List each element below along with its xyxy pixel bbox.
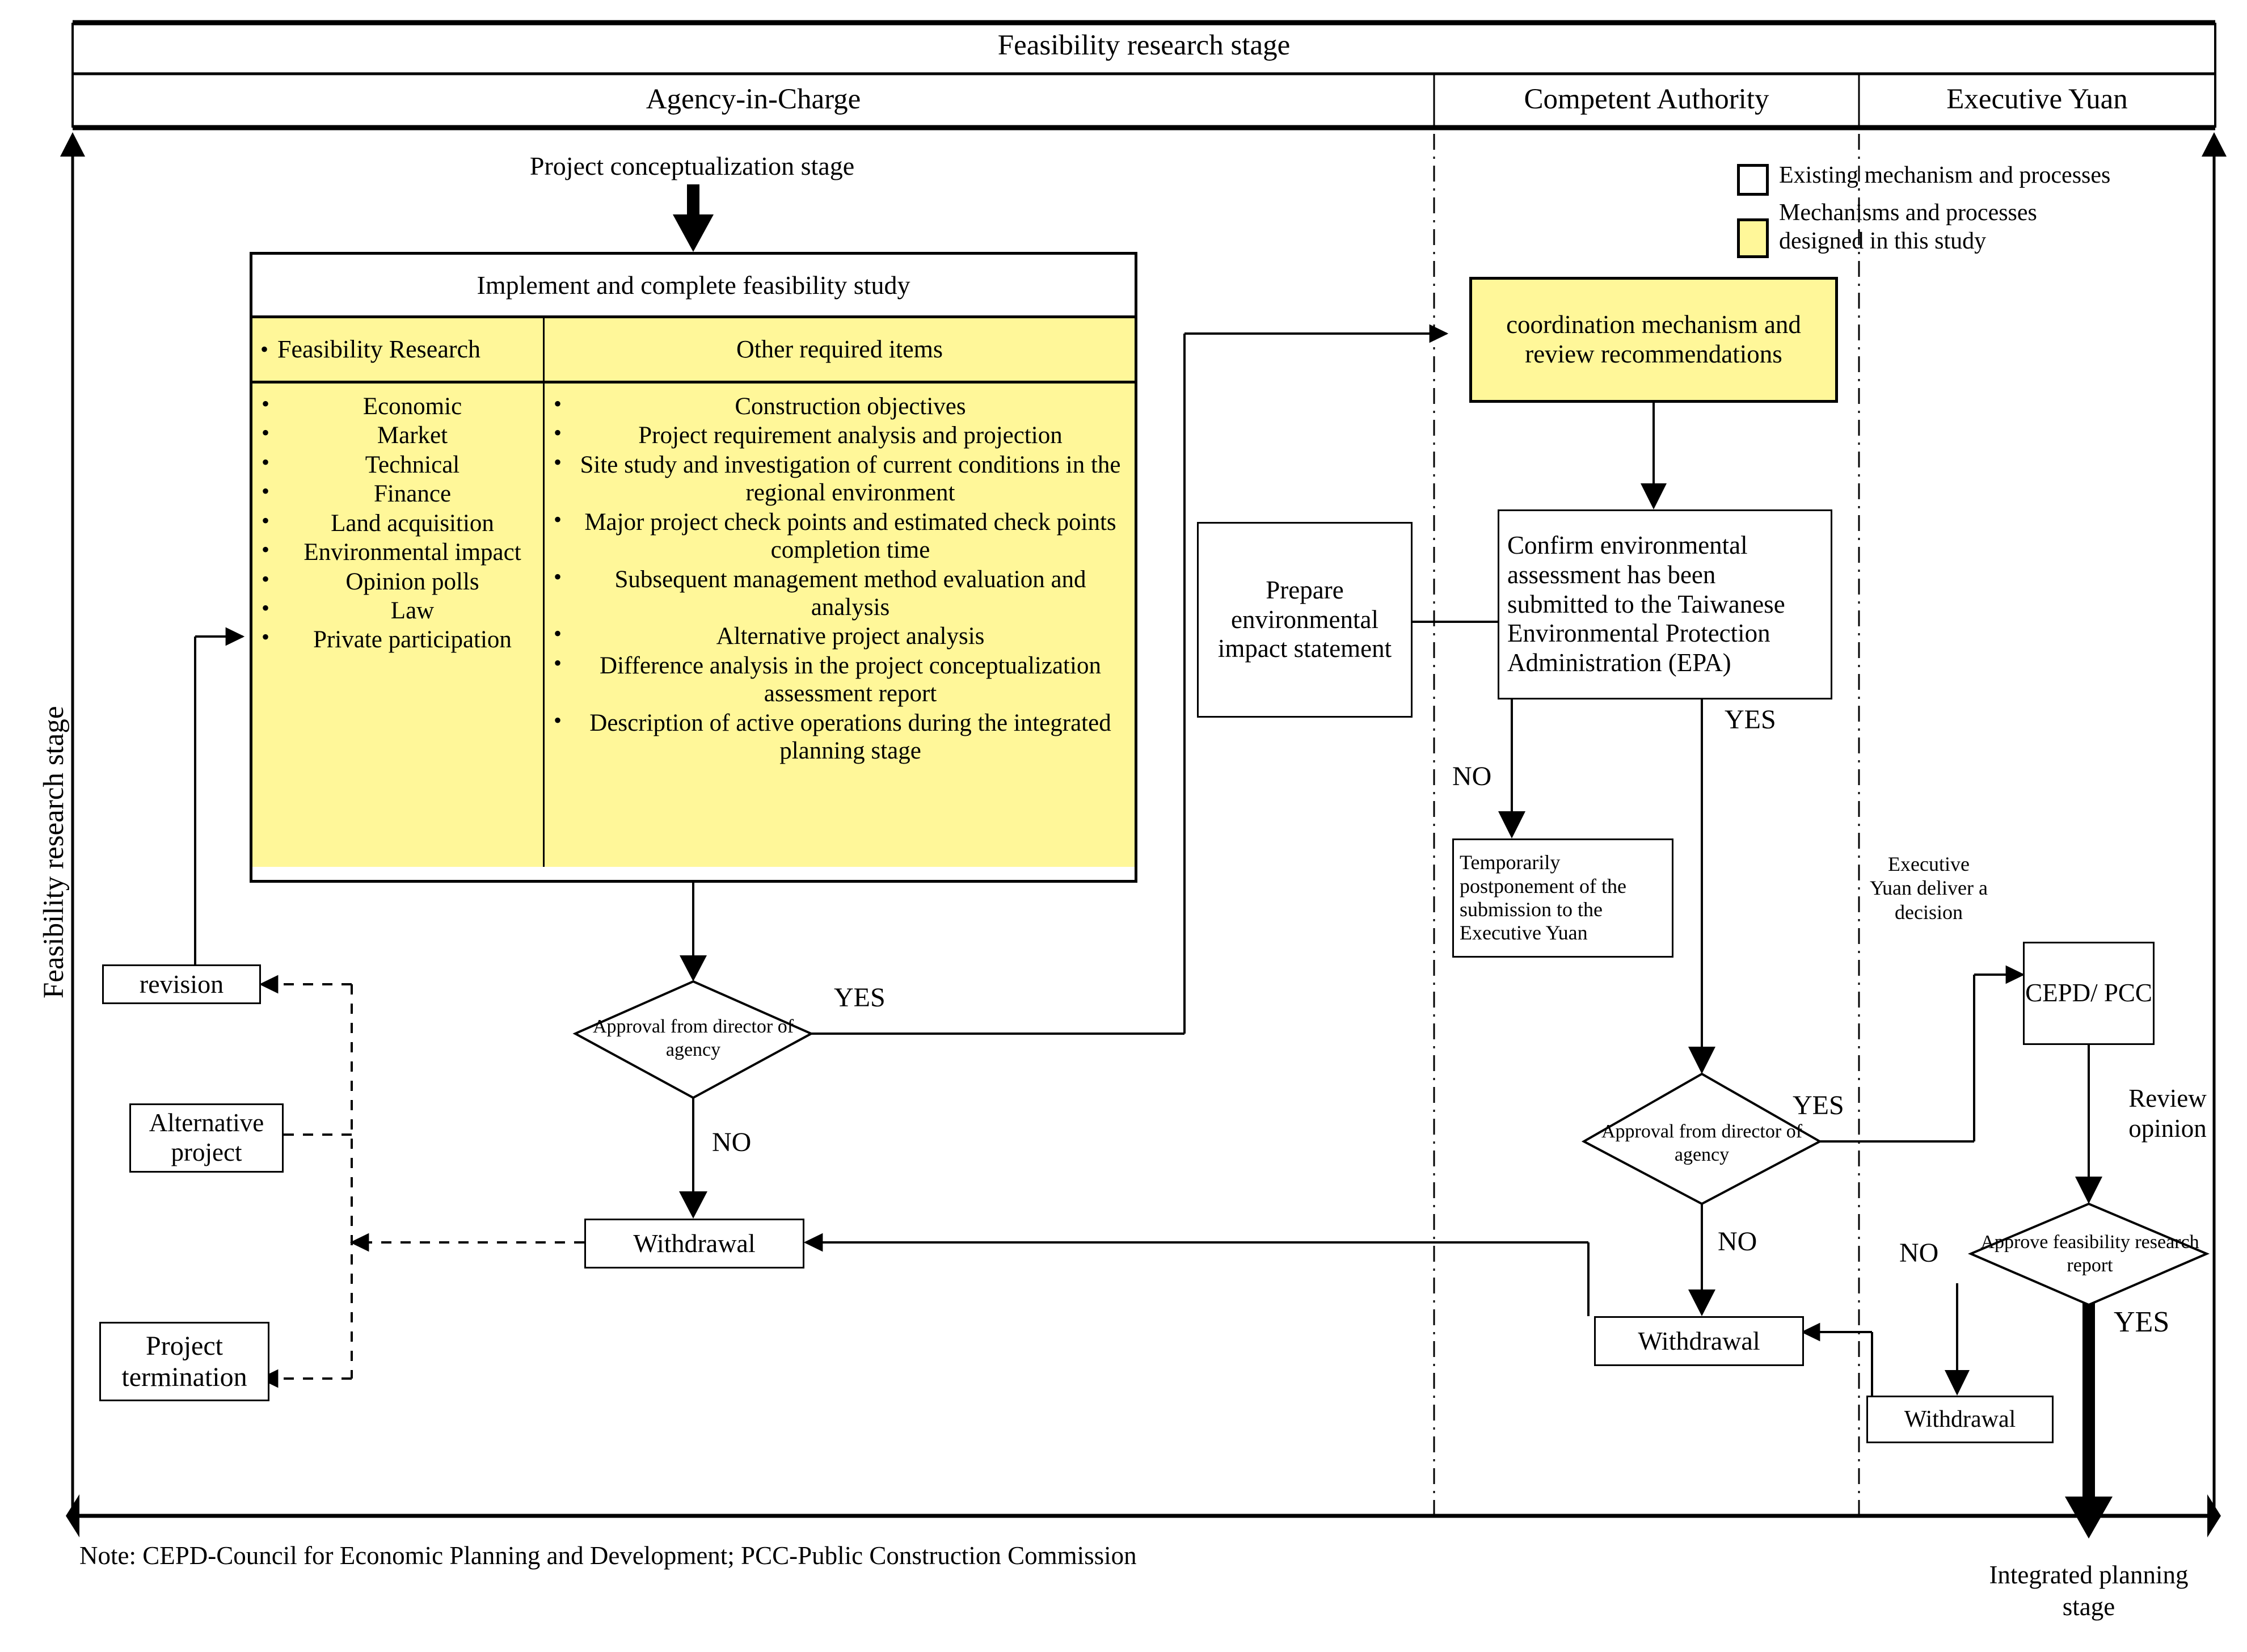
list-item: Market bbox=[258, 420, 543, 449]
alternative-project-box: Alternative project bbox=[129, 1103, 284, 1173]
list-item: Finance bbox=[258, 479, 543, 508]
footnote: Note: CEPD-Council for Economic Planning… bbox=[79, 1541, 1137, 1570]
edge-label-no-left: NO bbox=[712, 1127, 752, 1157]
withdrawal-left-box: Withdrawal bbox=[584, 1219, 804, 1268]
project-conceptualization-label: Project conceptualization stage bbox=[529, 151, 855, 180]
cepd-pcc-box: CEPD/ PCC bbox=[2023, 942, 2155, 1045]
withdrawal-right-box: Withdrawal bbox=[1866, 1396, 2054, 1443]
col-header-other-items: Other required items bbox=[736, 335, 943, 363]
page-title: Feasibility research stage bbox=[997, 30, 1291, 61]
feasibility-study-title: Implement and complete feasibility study bbox=[477, 271, 910, 300]
decision-approval-agency-left-label: Approval from director of agency bbox=[592, 1016, 794, 1060]
list-item: Law bbox=[258, 596, 543, 625]
list-item: Major project check points and estimated… bbox=[550, 507, 1127, 564]
temporarily-postpone-box: Temporarily postponement of the submissi… bbox=[1452, 838, 1673, 958]
list-item: Difference analysis in the project conce… bbox=[550, 651, 1127, 708]
side-stage-label: Feasibility research stage bbox=[38, 706, 70, 998]
column-header-agency: Agency-in-Charge bbox=[646, 83, 861, 115]
legend-label-existing: Existing mechanism and processes bbox=[1779, 162, 2111, 188]
legend: Existing mechanism and processes Mechani… bbox=[1737, 162, 2225, 258]
edge-label-executive-yuan-decision: Executive Yuan deliver a decision bbox=[1870, 853, 1988, 924]
column-header-executive-yuan: Executive Yuan bbox=[1946, 83, 2128, 115]
legend-label-designed: Mechanisms and processes designed in thi… bbox=[1779, 200, 2037, 254]
confirm-epa-box: Confirm environmental assessment has bee… bbox=[1498, 509, 1832, 699]
prepare-eis-box: Prepare environmental impact statement bbox=[1197, 522, 1413, 718]
list-item: Opinion polls bbox=[258, 566, 543, 596]
edge-label-no-epa: NO bbox=[1452, 761, 1492, 791]
edge-label-yes-right: YES bbox=[2114, 1306, 2170, 1338]
list-item: Economic bbox=[258, 391, 543, 420]
list-item: Description of active operations during … bbox=[550, 708, 1127, 765]
list-item: Private participation bbox=[258, 625, 543, 654]
list-item: Land acquisition bbox=[258, 508, 543, 537]
list-item: Alternative project analysis bbox=[550, 621, 1127, 650]
edge-label-yes-left: YES bbox=[834, 983, 886, 1013]
list-item: Technical bbox=[258, 450, 543, 479]
withdrawal-mid-box: Withdrawal bbox=[1594, 1316, 1804, 1366]
list-item: Subsequent management method evaluation … bbox=[550, 564, 1127, 622]
edge-label-review-opinion: Review opinion bbox=[2128, 1084, 2207, 1143]
list-item: Environmental impact bbox=[258, 537, 543, 566]
column-header-competent-authority: Competent Authority bbox=[1524, 83, 1769, 115]
project-termination-box: Project termination bbox=[99, 1322, 269, 1401]
edge-label-yes-epa: YES bbox=[1725, 705, 1776, 735]
list-item: Project requirement analysis and project… bbox=[550, 420, 1127, 449]
col-header-feasibility-research: Feasibility Research bbox=[277, 335, 481, 363]
legend-swatch-existing bbox=[1737, 164, 1769, 196]
other-required-items-list: Construction objectives Project requirem… bbox=[550, 391, 1127, 765]
feasibility-research-list: Economic Market Technical Finance Land a… bbox=[258, 391, 543, 654]
decision-approve-report-label: Approve feasibility research report bbox=[1980, 1232, 2199, 1276]
integrated-planning-stage-label: Integrated planning stage bbox=[1989, 1561, 2189, 1621]
coordination-mechanism-box: coordination mechanism and review recomm… bbox=[1469, 277, 1838, 403]
decision-approval-agency-mid-label: Approval from director of agency bbox=[1601, 1121, 1803, 1165]
list-item: Site study and investigation of current … bbox=[550, 450, 1127, 507]
feasibility-study-box: Implement and complete feasibility study… bbox=[250, 252, 1137, 883]
edge-label-no-right: NO bbox=[1899, 1238, 1939, 1268]
edge-label-yes-mid: YES bbox=[1793, 1090, 1844, 1120]
legend-swatch-designed bbox=[1737, 218, 1769, 258]
list-item: Construction objectives bbox=[550, 391, 1127, 420]
edge-label-no-mid: NO bbox=[1718, 1227, 1757, 1257]
revision-box: revision bbox=[102, 964, 261, 1004]
